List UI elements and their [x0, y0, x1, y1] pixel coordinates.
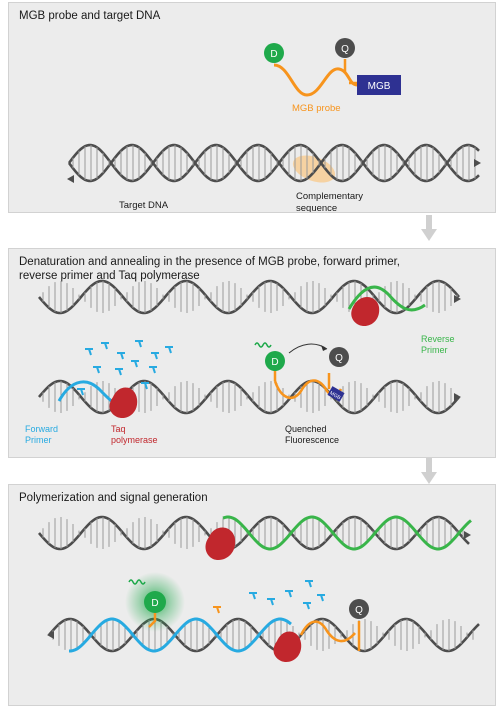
step-arrow-1: [421, 215, 437, 241]
strand-end-arrow: [474, 159, 481, 167]
nucleotide: [305, 580, 313, 588]
forward-primer-extension: [69, 617, 292, 653]
strand-end-arrow: [47, 631, 54, 639]
nucleotide: [115, 368, 123, 376]
complementary-label-1: Complementary: [296, 191, 363, 202]
nucleotide: [267, 598, 275, 606]
dye-label: D: [270, 49, 277, 60]
nucleotide: [93, 366, 101, 374]
panel2-title: Denaturation and annealing in the presen…: [19, 255, 400, 283]
strand-end-arrow: [454, 295, 461, 303]
nucleotide: [317, 594, 325, 602]
mgb-probe-strand: [273, 63, 358, 97]
nucleotide: [117, 352, 125, 360]
dna-strand-1: [38, 279, 460, 315]
taq-label-1: Taq: [111, 424, 126, 434]
cleaved-probe-fragment: [213, 606, 221, 614]
dna-strand-2: [67, 143, 480, 183]
step-arrow-2: [421, 458, 437, 484]
strand-end-arrow: [454, 393, 461, 401]
strand-end-arrow: [67, 175, 74, 183]
dye-emission-wave: [254, 342, 272, 348]
polymerase-top: [205, 527, 236, 561]
panel1-title: MGB probe and target DNA: [19, 10, 161, 22]
reverse-primer-strand: [347, 285, 426, 312]
dye-emission-wave: [128, 579, 146, 585]
single-strand-bottom: [47, 617, 480, 653]
panel2-title-line2: reverse primer and Taq polymerase: [19, 270, 200, 282]
mgb-small-box: [327, 386, 345, 402]
nucleotides: [213, 580, 325, 614]
quencher-label: Q: [335, 353, 343, 364]
nucleotide: [249, 592, 257, 600]
reverse-primer-extension: [222, 515, 472, 551]
nucleotide: [135, 340, 143, 348]
mgb-box: [357, 75, 401, 95]
nucleotide: [151, 352, 159, 360]
polymerase-bottom: [273, 631, 302, 663]
quencher-label: Q: [341, 44, 349, 55]
dye-circle: [264, 43, 284, 63]
cleaved-dye-fragment: [148, 613, 157, 628]
panel2-diagram: Reverse Primer MGB D Q Forward Primer Ta…: [25, 279, 461, 445]
nucleotide: [101, 342, 109, 350]
quenched-label-1: Quenched: [285, 424, 327, 434]
quencher-circle: [349, 599, 369, 619]
forward-primer-label-1: Forward: [25, 424, 58, 434]
taq-label-2: polymerase: [111, 435, 158, 445]
forward-primer-label-2: Primer: [25, 435, 52, 445]
single-strand-top: [38, 515, 471, 551]
nucleotide: [141, 382, 149, 390]
strand-end-arrow: [464, 531, 471, 539]
nucleotide: [77, 388, 85, 396]
mgb-probe-label: MGB probe: [292, 103, 341, 114]
quencher-circle: [329, 347, 349, 367]
quenched-label-2: Fluorescence: [285, 435, 339, 445]
reverse-primer-label-1: Reverse: [421, 334, 455, 344]
panel1-diagram: MGB D Q MGB probe Target DNA Complementa…: [67, 38, 481, 212]
panel2-title-line1: Denaturation and annealing in the presen…: [19, 256, 400, 268]
single-strand-bottom: [38, 379, 461, 415]
polymerase-top: [351, 296, 380, 327]
mgb-small-label: MGB: [329, 390, 342, 401]
target-dna-label: Target DNA: [119, 200, 169, 211]
nucleotide: [85, 348, 93, 356]
single-strand-top: [38, 279, 461, 315]
dye-circle: [144, 591, 166, 613]
panel-polymerization-signal: Polymerization and signal generation D Q: [8, 484, 496, 706]
reverse-primer-extension-strand: [222, 515, 472, 551]
nucleotide: [149, 366, 157, 374]
quencher-label: Q: [355, 605, 363, 616]
forward-primer-extension-strand: [69, 617, 292, 653]
panel3-diagram: D Q: [38, 515, 480, 663]
complementary-label-2: sequence: [296, 203, 337, 212]
dna-strand-1: [67, 143, 480, 183]
panel3-title: Polymerization and signal generation: [19, 492, 208, 504]
dna-strand-1: [38, 379, 460, 415]
polymerase-bottom: [109, 387, 138, 419]
nucleotide: [131, 360, 139, 368]
nucleotide: [285, 590, 293, 598]
remaining-probe-strand: [299, 620, 356, 643]
nucleotide: [165, 346, 173, 354]
nucleotides: [77, 340, 173, 396]
quencher-circle: [335, 38, 355, 58]
dye-label: D: [151, 598, 158, 609]
nucleotide: [303, 602, 311, 610]
panel-denaturation-annealing: Denaturation and annealing in the presen…: [8, 248, 496, 458]
reverse-primer-label-2: Primer: [421, 345, 448, 355]
dye-circle: [265, 351, 285, 371]
dye-label: D: [271, 357, 278, 368]
panel-mgb-probe-target: MGB probe and target DNA MGB D Q MGB pro…: [8, 2, 496, 213]
energy-transfer-arrowhead: [321, 345, 327, 351]
mgb-label: MGB: [368, 81, 391, 92]
target-dna-helix: [67, 143, 481, 183]
